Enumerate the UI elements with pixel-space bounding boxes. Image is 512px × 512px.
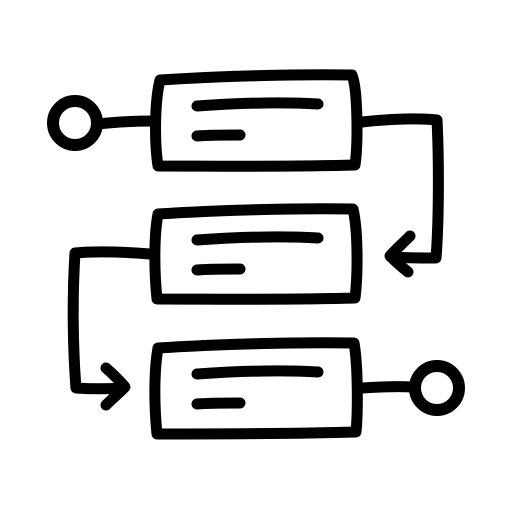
flow-step-3-box [149, 337, 363, 440]
end-terminal-circle [409, 360, 465, 416]
flow-step-1-text-line-1 [191, 97, 324, 112]
end-connector-line [356, 381, 418, 394]
flow-step-2-text-line-1 [191, 231, 324, 246]
flow-step-2-text-line-2 [191, 263, 246, 276]
flow-step-2 [149, 203, 363, 305]
start-connector-line [92, 115, 161, 130]
flow-step-1-box [150, 69, 363, 172]
flow-step-1 [150, 69, 363, 172]
flow-step-3-text-line-2 [191, 397, 246, 410]
flow-step-2-box [149, 203, 363, 305]
flow-arrow-2-to-3-head [100, 362, 131, 411]
flow-arrow-1-to-2-line [356, 113, 444, 264]
start-terminal-circle [47, 95, 103, 151]
flow-arrow-2-to-3-line [67, 246, 156, 395]
flow-step-1-text-line-2 [191, 129, 246, 142]
flow-step-3 [149, 337, 363, 440]
flow-arrow-1-to-2-head [384, 230, 416, 278]
flow-step-3-text-line-1 [191, 365, 324, 380]
flow-arrow-1-to-2 [356, 113, 444, 278]
flow-arrow-2-to-3 [67, 246, 156, 411]
